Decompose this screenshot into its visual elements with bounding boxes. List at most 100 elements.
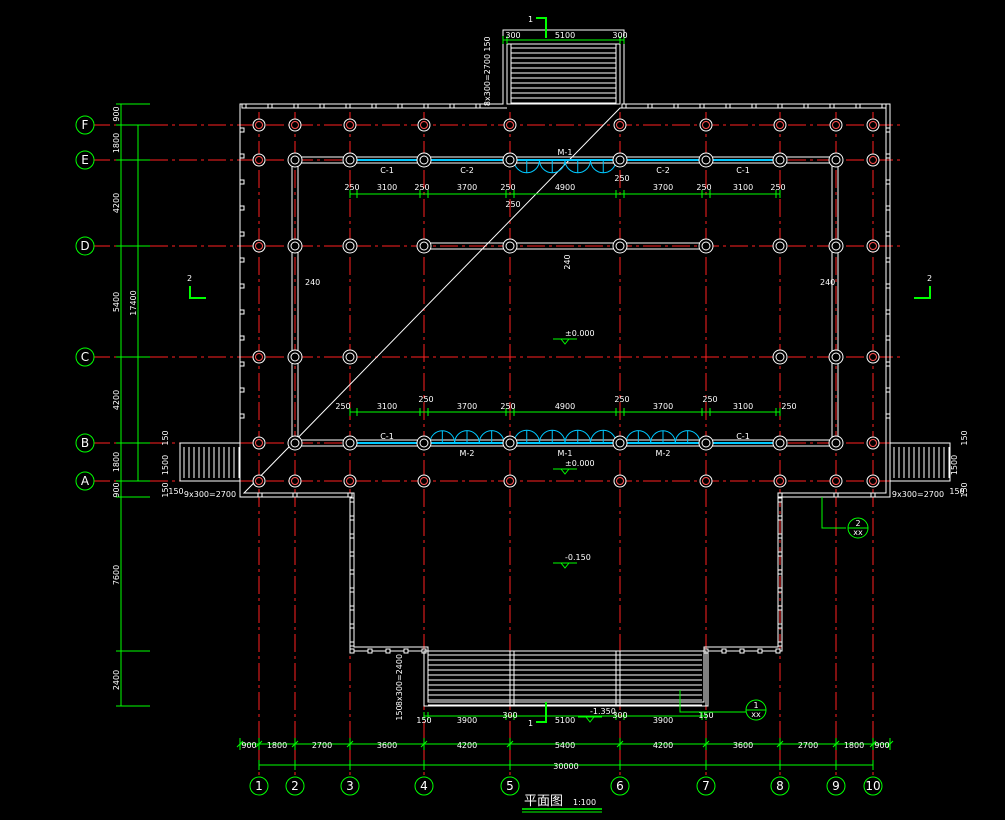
column [503,474,517,488]
column-inner [701,241,711,251]
railing-post [239,205,245,211]
railing-post [777,515,783,521]
column-inner [775,241,785,251]
railing-post [349,551,355,557]
axis-label: F [82,118,89,132]
railing-post [349,497,355,503]
dim-text: 5400 [555,741,575,750]
railing-post [371,103,377,109]
column [828,435,844,451]
column [252,153,266,167]
dim-text: 900 [112,482,121,497]
column-inner [290,241,300,251]
elevation-text: ±0.000 [565,459,595,468]
column-inner [702,121,710,129]
railing-post [777,533,783,539]
dim-text: 3700 [653,402,673,411]
railing-post [885,335,891,341]
dim-text: 300 [505,31,520,40]
column-inner [702,477,710,485]
door-label: M-2 [656,449,671,458]
axis-label: E [81,153,89,167]
railing-post [257,492,263,498]
column [772,435,788,451]
railing-post [885,361,891,367]
dim-text: 250 [335,402,350,411]
hall-wall-outer [291,156,839,447]
dim-text: 250 [500,402,515,411]
railing-post [239,153,245,159]
column [773,474,787,488]
column [866,474,880,488]
elevation-text: ±0.000 [565,329,595,338]
axis-label: 6 [616,779,624,793]
column-inner [420,121,428,129]
east-stair [889,442,951,482]
column [698,238,714,254]
bubble-circle [75,115,95,135]
column [343,118,357,132]
axis-bubble-D: D [75,236,95,256]
opening-labels: C-1 C-2 C-2 C-1 C-1 C-1 M-1 M-2 M-1 M-2 [380,148,750,458]
door-label: M-2 [460,449,475,458]
column [502,435,518,451]
dim-text: 1800 [267,741,287,750]
column-inner [776,121,784,129]
detail-callout-2: 2 xx [821,497,869,539]
column-outer [252,153,266,167]
axis-label: B [81,436,89,450]
column-outer [287,238,303,254]
axis-bubble-F: F [75,115,95,135]
column-inner [255,477,263,485]
section-mark-south [536,702,547,723]
column [773,118,787,132]
wall-thickness-right: 240 [820,278,835,287]
column [343,474,357,488]
section-mark-west [189,286,206,299]
railing-post [885,153,891,159]
railing-post [833,492,839,498]
railing-post [829,103,835,109]
dim-text: 150 [483,36,492,51]
window-label: C-1 [736,432,750,441]
dim-text: 3100 [377,402,397,411]
axis-label: 2 [291,779,299,793]
dim-text: 250 [614,174,629,183]
bubble-circle [863,776,883,796]
column-outer [866,153,880,167]
axis-bubble-4: 4 [414,776,434,796]
columns [252,118,880,488]
column-outer [773,118,787,132]
wall-thickness-texts: 240 240 240 [305,254,835,287]
detail-callout-1: 1 xx [679,690,767,721]
wall-thickness-mid: 240 [563,254,572,269]
column-inner [506,121,514,129]
outer-platform-outline [239,29,891,707]
railing-post [885,179,891,185]
column-inner [869,353,877,361]
column [866,436,880,450]
column-outer [287,152,303,168]
railing-post [777,587,783,593]
railing-post [423,103,429,109]
column-inner [345,155,355,165]
railing-post [239,127,245,133]
column-outer [252,350,266,364]
railing-post [885,309,891,315]
dim-text: 250 [702,395,717,404]
stair-treads-text: 9x300=2700 [184,490,236,499]
dim-text: 150 [960,430,969,445]
column [828,152,844,168]
column-inner [775,352,785,362]
railing-post [721,648,727,654]
column [417,474,431,488]
elevation-triangle [578,716,602,723]
axis-bubble-A: A [75,471,95,491]
north-stair-dims: 300 5100 300 150 8x300=2700 [483,31,628,106]
column-outer [342,349,358,365]
north-stair [506,43,621,105]
column-outer [343,474,357,488]
axis-bubble-5: 5 [500,776,520,796]
railing-post [621,103,627,109]
railing-post [349,605,355,611]
